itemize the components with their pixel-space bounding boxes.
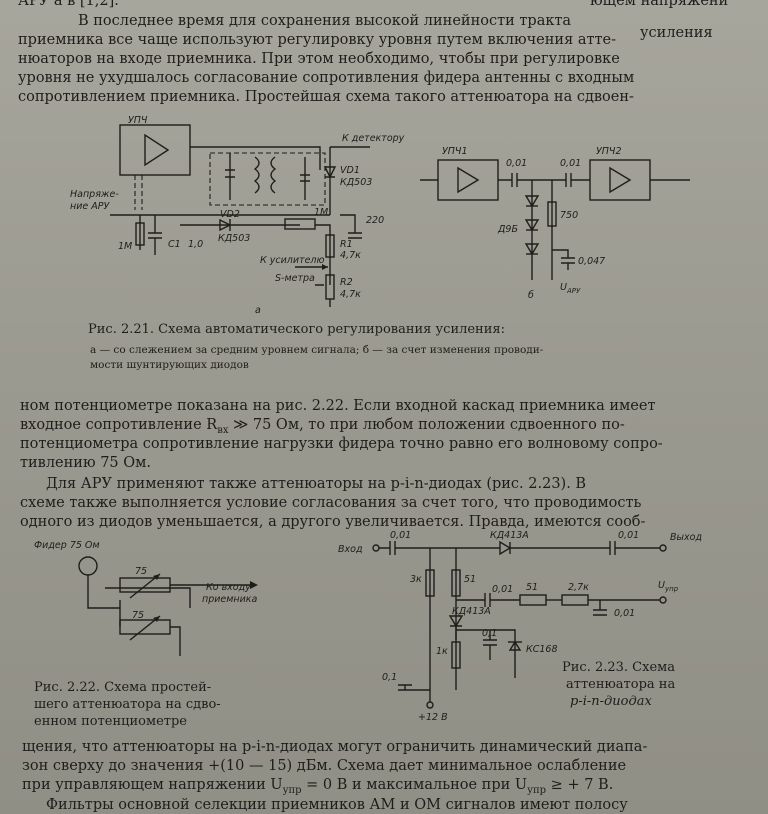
fig-2-23-schematic: Вход 0,01 КД413А 0,01 Выход 3к 51 0,01 5… [338, 530, 702, 723]
c0047-label: 0,047 [578, 256, 605, 267]
c001b-label: 0,01 [560, 158, 581, 169]
header-fragment-right: ющем напряжени [590, 0, 729, 9]
c220-label: 220 [366, 215, 384, 226]
c001-out-label: 0,01 [618, 530, 639, 541]
r75a-label: 75 [135, 566, 147, 577]
smeter-label: S-метра [275, 273, 315, 284]
para3-line3: одного из диодов уменьшается, а другого … [20, 514, 646, 530]
para2-line4: тивлению 75 Ом. [20, 455, 152, 471]
r1k-label: 1к [436, 646, 448, 657]
r3k-label: 3к [410, 574, 422, 585]
fig23-caption-3: p-i-n-диодах [570, 694, 652, 709]
c001-r-label: 0,01 [614, 608, 635, 619]
uaru-label: UАРУ [560, 282, 581, 295]
c01-label: 0,1 [482, 628, 497, 639]
fig21a-letter: а [255, 305, 261, 316]
vd2-label: VD2 [220, 209, 240, 220]
kd413a-top-label: КД413А [490, 530, 529, 541]
para1-line1: В последнее время для сохранения высокой… [78, 13, 572, 29]
header-fragment: АРУ а в [1,2]. [18, 0, 119, 9]
para1-line4: уровня не ухудшалось согласование сопрот… [18, 70, 635, 86]
para1-line1-end: усиления [640, 25, 713, 41]
kd503-label: КД503 [340, 177, 372, 188]
fig21-caption-sub2: мости шунтирующих диодов [90, 359, 249, 371]
uupr-label: Uупр [658, 580, 679, 593]
amp-triangle [144, 133, 170, 167]
c001-mid-label: 0,01 [492, 584, 513, 595]
upch-label: УПЧ [128, 115, 148, 126]
c1-value: 1,0 [188, 239, 203, 250]
c01b-label: 0,1 [382, 672, 397, 683]
fig22-caption-1: Рис. 2.22. Схема простей- [34, 680, 212, 695]
to-amp-label: К усилителю [260, 255, 324, 266]
to-input-label-1: Ко входу [206, 582, 251, 593]
para4-line3: при управляющем напряжении Uупр = 0 В и … [22, 777, 614, 796]
ks168-label: КС168 [526, 644, 558, 655]
feeder-label: Фидер 75 Ом [34, 540, 100, 551]
para4-line2: зон сверху до значения +(10 — 15) дБм. С… [22, 758, 627, 774]
para1-line2: приемника все чаще используют регулировк… [18, 32, 617, 48]
para4-line1: щения, что аттенюаторы на p-i-n-диодах м… [22, 739, 648, 755]
d9b-label: Д9Б [497, 224, 518, 235]
v12-label: +12 В [418, 712, 448, 723]
fig21b-letter: б [528, 290, 534, 301]
fig21-caption: Рис. 2.21. Схема автоматического регулир… [88, 322, 505, 337]
para3-line1: Для АРУ применяют также аттенюаторы на p… [46, 476, 587, 492]
fig23-caption-1: Рис. 2.23. Схема [562, 660, 676, 675]
r75-upper [119, 577, 171, 593]
agc-label-2: ние АРУ [70, 201, 110, 212]
to-input-label-2: приемника [202, 594, 258, 605]
upch-block [119, 124, 191, 176]
kd413a-bot-label: КД413А [452, 606, 491, 617]
fig-2-21b-schematic: УПЧ1 0,01 0,01 УПЧ2 Д9Б 750 0,047 UАРУ б [420, 146, 690, 301]
r51a-label: 51 [464, 574, 476, 585]
kd503b-label: КД503 [218, 233, 250, 244]
r2-value: 4,7к [340, 289, 361, 300]
r1-value: 4,7к [340, 250, 361, 261]
para1-line5: сопротивлением приемника. Простейшая схе… [18, 89, 634, 105]
feeder-connector [78, 556, 98, 576]
to-detector-label: К детектору [342, 133, 405, 144]
upch2-label: УПЧ2 [596, 146, 622, 157]
agc-label-1: Напряже- [70, 189, 119, 200]
fig22-caption-2: шего аттенюатора на сдво- [34, 697, 221, 712]
para4-line4: Фильтры основной селекции приемников АМ … [46, 797, 628, 813]
c001a-label: 0,01 [506, 158, 527, 169]
r1-label: R1 [340, 239, 353, 250]
upch1-label: УПЧ1 [442, 146, 468, 157]
fig22-caption-3: енном потенциометре [34, 714, 187, 729]
r2-label: R2 [340, 277, 353, 288]
upch1-block [437, 159, 499, 201]
para2-line2: входное сопротивление Rвх ≫ 75 Ом, то пр… [20, 417, 625, 436]
para1-line3: нюаторов на входе приемника. При этом не… [18, 51, 620, 67]
r1m-label: 1М [118, 241, 132, 252]
r27k-label: 2,7к [568, 582, 589, 593]
r750-label: 750 [560, 210, 578, 221]
c1-label: С1 [168, 239, 181, 250]
r75b-label: 75 [132, 610, 144, 621]
para2-line1: ном потенциометре показана на рис. 2.22.… [20, 398, 656, 414]
vhod-label: Вход [338, 544, 363, 555]
fig-2-21a-schematic: УПЧ К детектору VD1 КД503 Напряже- ние А… [70, 115, 405, 316]
r75-lower [119, 619, 171, 635]
r51b-label: 51 [526, 582, 538, 593]
vyhod-label: Выход [670, 532, 702, 543]
para3-line2: схеме также выполняется условие согласов… [20, 495, 642, 511]
vd1-label: VD1 [340, 165, 360, 176]
para2-line3: потенциометра сопротивление нагрузки фид… [20, 436, 663, 452]
c001-in-label: 0,01 [390, 530, 411, 541]
upch2-block [589, 159, 651, 201]
fig21-caption-sub1: а — со слежением за средним уровнем сигн… [90, 344, 544, 356]
r1m-b-label: 1М [314, 207, 328, 218]
fig23-caption-2: аттенюатора на [566, 677, 676, 692]
fig-2-22-schematic: Фидер 75 Ом 75 75 Ко входу приемника [34, 540, 258, 656]
